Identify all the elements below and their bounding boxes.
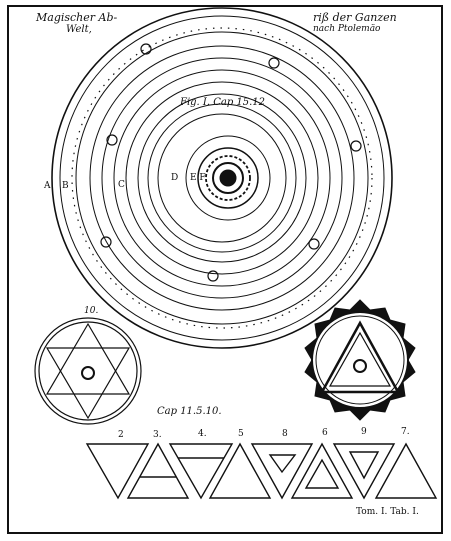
- plate-footer: Tom. I. Tab. I.: [356, 507, 419, 517]
- plate-border: [7, 5, 443, 534]
- hexagram-circle: [34, 317, 142, 425]
- triangle-number: 4.: [198, 429, 207, 439]
- title-right: riß der Ganzen: [313, 11, 397, 24]
- triangle-number: 7.: [401, 427, 410, 437]
- ptolemaic-cosmos-diagram: [51, 7, 393, 349]
- sunburst-triangle: [304, 299, 416, 421]
- triangle-series: [85, 442, 438, 500]
- center-label-ef: E F: [190, 173, 206, 183]
- triangle-number: 5: [238, 429, 244, 439]
- ring-label-b: B: [62, 181, 69, 191]
- ring-label-a: A: [44, 181, 51, 191]
- figure-caption: Fig. I. Cap 15.12: [180, 97, 266, 108]
- triangle-number: 3.: [153, 430, 162, 440]
- hexagram-number: 10.: [84, 306, 99, 316]
- triangle-number: 9: [361, 427, 367, 437]
- lower-caption: Cap 11.5.10.: [157, 406, 222, 417]
- title-left-second-line: Welt,: [66, 24, 92, 35]
- title-left: Magischer Ab-: [36, 11, 118, 24]
- triangle-number: 6: [322, 428, 328, 438]
- center-label-d: D: [171, 173, 179, 183]
- triangle-number: 8: [282, 429, 288, 439]
- ring-label-c: C: [118, 180, 125, 190]
- triangle-number: 2: [118, 430, 124, 440]
- title-right-second-line: nach Ptolemäo: [313, 24, 381, 34]
